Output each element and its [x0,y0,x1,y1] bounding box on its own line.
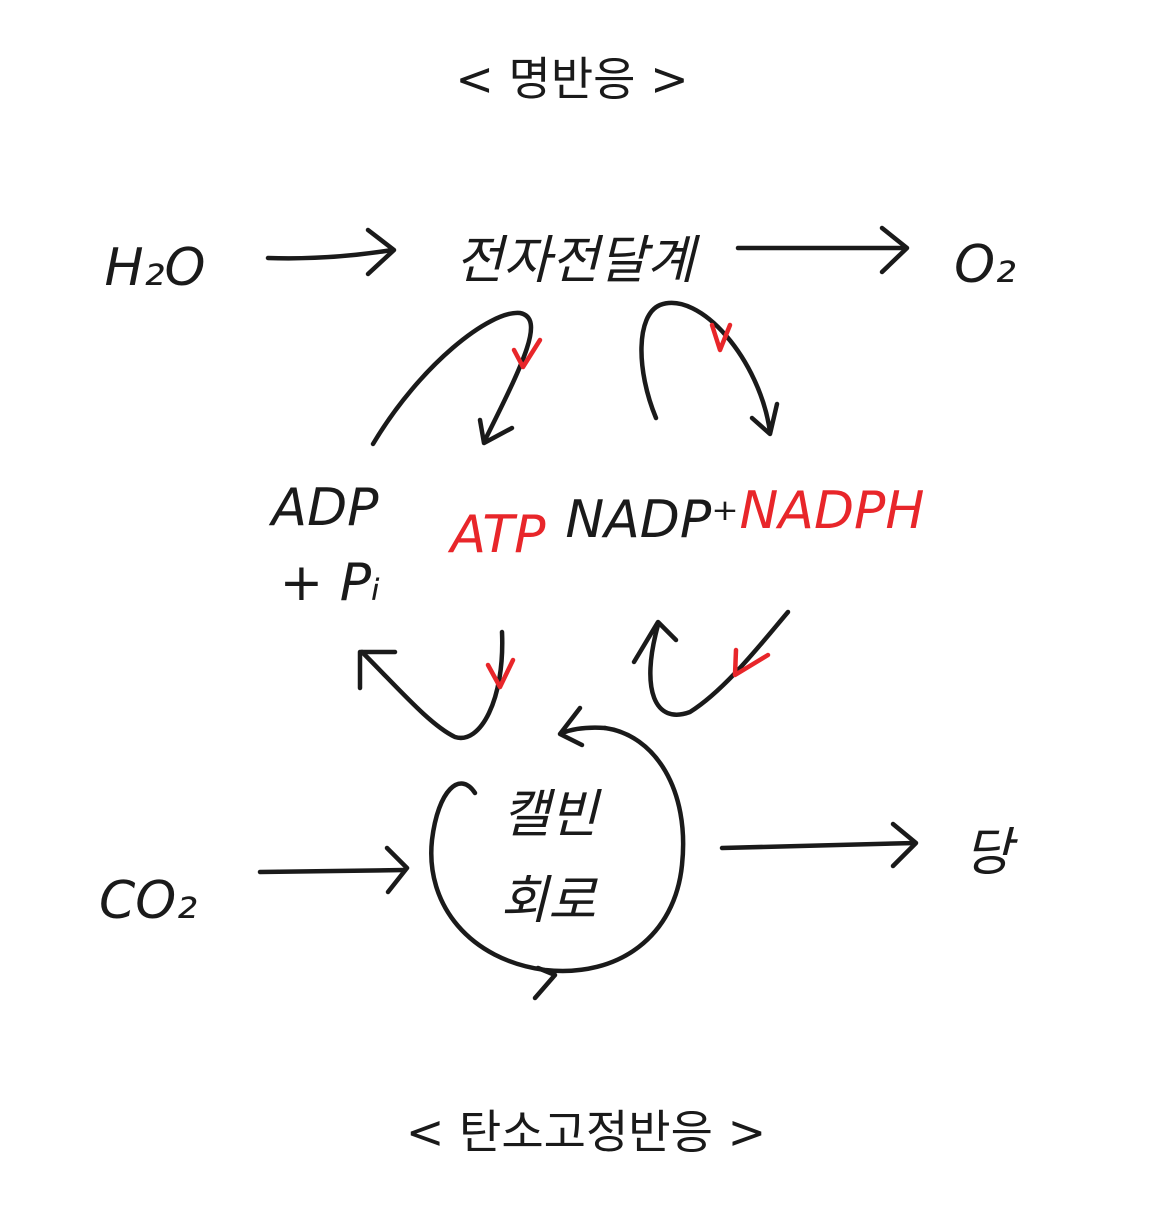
node-atp: ATP [448,505,547,565]
arrow-nadp-to-nadph [639,300,780,437]
arrow-nadph-to-nadp [631,609,791,717]
node-o2: O₂ [954,235,1016,295]
arrow-cycle-to-sugar [719,821,919,869]
node-calvin-cycle-line1: 캘빈 [502,785,602,845]
node-h2o: H₂O [105,238,206,298]
arrow-co2-to-cycle [257,845,410,895]
node-adp: ADP [269,478,380,538]
node-nadph: NADPH [740,481,925,541]
arrow-h2o-to-etc [265,227,397,277]
node-calvin-cycle-line2: 회로 [500,871,598,931]
node-sugar: 당 [964,823,1018,883]
node-nadp-plus: NADP⁺ [565,490,738,550]
node-electron-transport-chain: 전자전달계 [455,231,700,291]
title-light-reaction: < 명반응 > [455,52,688,106]
arrow-adp-to-atp [370,310,543,447]
node-pi: + Pᵢ [280,553,381,613]
title-carbon-fixation: < 탄소고정반응 > [406,1105,766,1159]
arrow-atp-to-adp [357,629,516,741]
arrow-etc-to-o2 [735,225,910,275]
calvin-cycle-loop [429,705,686,1001]
node-co2: CO₂ [99,871,197,931]
